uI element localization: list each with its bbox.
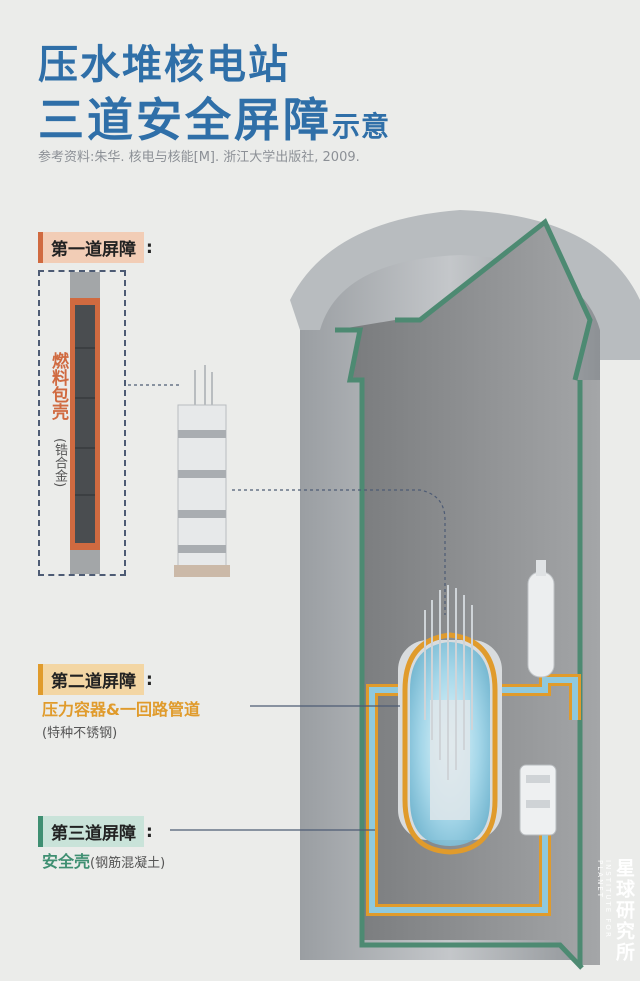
page-title: 压水堆核电站 [38, 42, 290, 88]
barrier3-tag: 第三道屏障 : [38, 816, 153, 847]
brand-english: INSTITUTE FOR PLANET [596, 860, 612, 939]
steam-generator [527, 560, 555, 678]
fuel-rod [70, 272, 100, 574]
control-rods [424, 585, 473, 780]
leader-lines [128, 384, 446, 615]
barrier1-tag-text: 第一道屏障 [38, 232, 144, 263]
barrier3-label: 安全壳 [42, 852, 91, 871]
coolant-pump [519, 764, 557, 836]
containment-building [290, 210, 640, 970]
pressure-vessel [398, 632, 502, 855]
barrier3-tag-text: 第三道屏障 [38, 816, 144, 847]
barrier3-tag-colon: : [146, 821, 153, 842]
barrier3-material: (钢筋混凝土) [90, 856, 166, 871]
barrier2-material: (特种不锈钢) [42, 726, 118, 741]
page-subtitle: 三道安全屏障示意 [38, 84, 390, 150]
primary-loop-piping [366, 674, 581, 916]
brand-logo: 星球研究所 [613, 858, 635, 963]
subtitle-suffix: 示意 [332, 110, 391, 143]
barrier1-tag-colon: : [146, 237, 153, 258]
barrier1-label: 燃料包壳 [48, 352, 68, 420]
reference-note: 参考资料:朱华. 核电与核能[M]. 浙江大学出版社, 2009. [38, 150, 360, 165]
subtitle-main: 三道安全屏障 [38, 93, 332, 147]
fuel-rod-box [38, 270, 126, 576]
fuel-assembly [174, 365, 230, 577]
barrier2-tag-colon: : [146, 669, 153, 690]
barrier1-material: (锆合金) [52, 438, 67, 488]
barrier2-label: 压力容器&一回路管道 [42, 700, 200, 719]
barrier2-tag: 第二道屏障 : [38, 664, 153, 695]
barrier2-tag-text: 第二道屏障 [38, 664, 144, 695]
barrier1-tag: 第一道屏障 : [38, 232, 153, 263]
barrier3-text: 安全壳 (钢筋混凝土) [42, 848, 165, 872]
